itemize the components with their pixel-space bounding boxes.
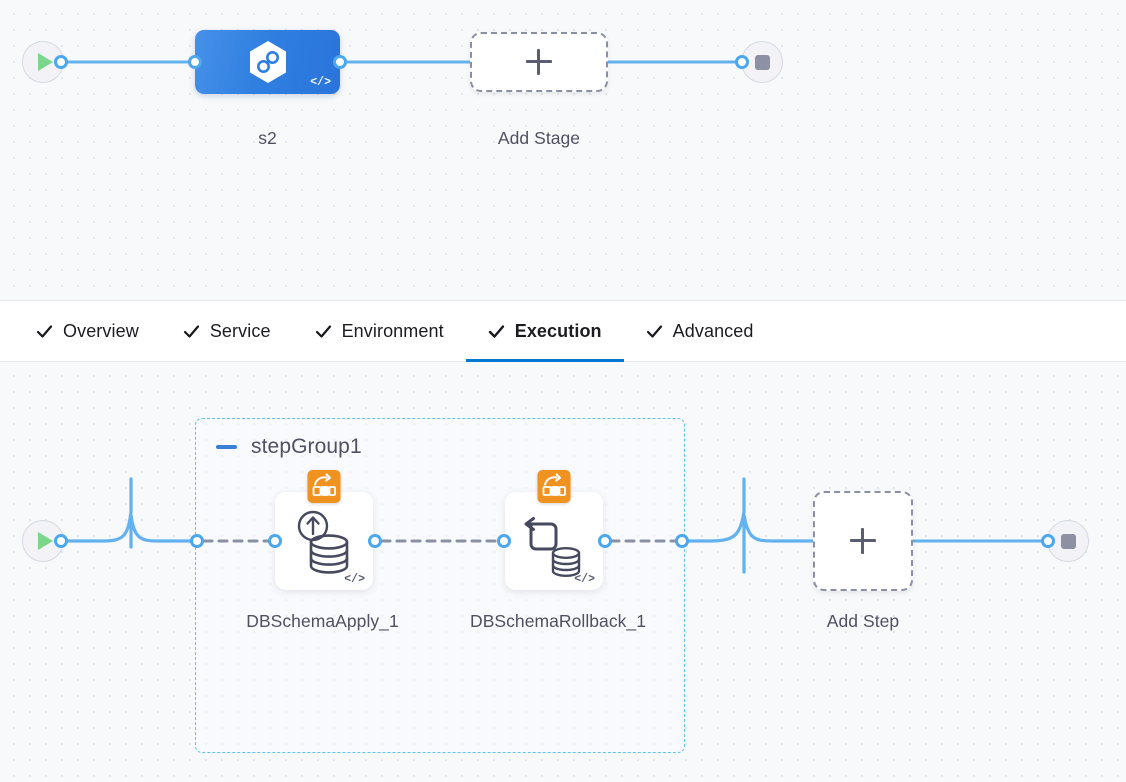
step1-label: DBSchemaApply_1 (246, 611, 399, 631)
tab-overview[interactable]: Overview (14, 301, 161, 361)
check-icon (36, 323, 53, 340)
stop-square-icon (1060, 533, 1076, 549)
execution-end-input-port[interactable] (1041, 534, 1055, 548)
check-icon (315, 323, 332, 340)
step-group-input-port[interactable] (190, 534, 204, 548)
execution-step-canvas[interactable]: stepGroup1 (0, 362, 1126, 782)
stage-input-port[interactable] (188, 55, 202, 69)
play-icon (37, 532, 53, 550)
step-yaml-glyph[interactable]: </> (344, 573, 365, 586)
stage-config-tabs[interactable]: Overview Service Environment Execution A (0, 300, 1126, 362)
step1-output-port[interactable] (368, 534, 382, 548)
step-yaml-glyph[interactable]: </> (574, 573, 595, 586)
tab-environment[interactable]: Environment (293, 301, 466, 361)
add-step-button[interactable] (813, 491, 913, 591)
step2-label: DBSchemaRollback_1 (470, 611, 646, 631)
step-group-header: stepGroup1 (216, 435, 362, 459)
step-node-dbschemaapply[interactable]: </> (275, 470, 373, 590)
check-icon (488, 323, 505, 340)
add-stage-button[interactable] (470, 32, 608, 92)
tab-execution-label: Execution (514, 320, 602, 341)
plus-icon (850, 528, 876, 554)
tab-execution[interactable]: Execution (465, 301, 624, 362)
flyway-db-migration-icon (537, 470, 571, 503)
db-schema-apply-icon (297, 510, 349, 574)
end-input-port[interactable] (735, 55, 749, 69)
stop-square-icon (754, 54, 770, 70)
plus-icon (526, 49, 552, 75)
stage-output-port[interactable] (333, 55, 347, 69)
step-node-dbschemarollback[interactable]: </> (505, 470, 603, 590)
step-group-title: stepGroup1 (251, 435, 362, 458)
tab-advanced[interactable]: Advanced (624, 301, 776, 361)
play-icon (37, 53, 53, 71)
check-icon (646, 323, 663, 340)
add-step-label: Add Step (826, 611, 900, 631)
tab-service[interactable]: Service (161, 301, 293, 361)
minus-icon[interactable] (216, 445, 237, 449)
stage-node-label: s2 (258, 128, 277, 148)
start-output-port[interactable] (54, 55, 68, 69)
stage-node-s2[interactable]: </> (195, 30, 340, 94)
tab-overview-label: Overview (63, 320, 139, 341)
step-group-output-port[interactable] (675, 534, 689, 548)
pipeline-stage-canvas[interactable]: </> s2 Add Stage (0, 0, 1126, 300)
tab-service-label: Service (209, 320, 271, 341)
tab-advanced-label: Advanced (672, 320, 754, 341)
add-stage-label: Add Stage (497, 128, 581, 148)
stage-yaml-glyph[interactable]: </> (310, 76, 331, 89)
step-group-container[interactable]: stepGroup1 (195, 418, 685, 753)
check-icon (183, 323, 200, 340)
flyway-db-migration-icon (307, 470, 341, 503)
step2-input-port[interactable] (497, 534, 511, 548)
execution-start-output-port[interactable] (54, 534, 68, 548)
tab-environment-label: Environment (341, 320, 444, 341)
db-schema-rollback-icon (524, 517, 581, 578)
step1-input-port[interactable] (268, 534, 282, 548)
step2-output-port[interactable] (598, 534, 612, 548)
harness-cd-hexagon-icon (249, 41, 286, 83)
